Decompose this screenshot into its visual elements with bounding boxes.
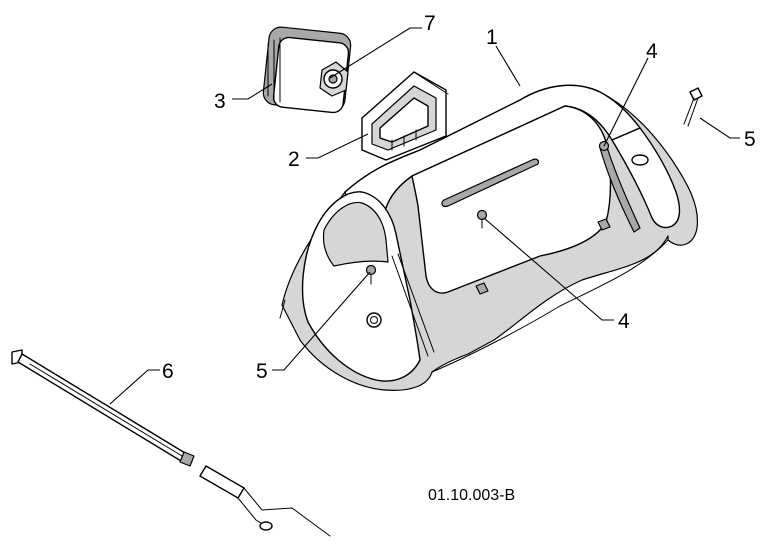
leader-lines xyxy=(109,27,740,405)
knob-part xyxy=(319,61,349,97)
callout-7: 7 xyxy=(424,12,436,35)
leader-line-7 xyxy=(329,27,422,79)
drawing-id: 01.10.003-B xyxy=(428,487,515,504)
callout-1: 1 xyxy=(486,26,498,49)
leader-line-4-center xyxy=(483,217,614,321)
callout-4-upper: 4 xyxy=(646,40,658,63)
leader-line-2 xyxy=(306,133,369,159)
callout-5-lower: 5 xyxy=(256,360,268,383)
leader-line-6 xyxy=(109,369,160,405)
callout-6: 6 xyxy=(162,360,174,383)
rod-linkage-part xyxy=(11,349,331,537)
leader-line-1 xyxy=(495,45,521,87)
leader-line-4-upper xyxy=(603,57,649,147)
screw-part-lower xyxy=(365,264,377,285)
leader-line-5-upper xyxy=(699,117,740,139)
callout-5-upper: 5 xyxy=(744,128,756,151)
callout-2: 2 xyxy=(288,148,300,171)
leader-line-5-lower xyxy=(272,271,371,371)
callout-3: 3 xyxy=(214,90,226,113)
bezel-frame-part xyxy=(361,71,449,161)
callout-4-center: 4 xyxy=(618,310,630,333)
leader-line-3 xyxy=(232,83,273,100)
callouts: 1 2 3 4 4 5 5 6 7 xyxy=(162,12,756,383)
bolt-part-upper xyxy=(683,87,703,127)
rear-cover-part xyxy=(279,84,699,391)
screw-part-center xyxy=(476,209,488,229)
